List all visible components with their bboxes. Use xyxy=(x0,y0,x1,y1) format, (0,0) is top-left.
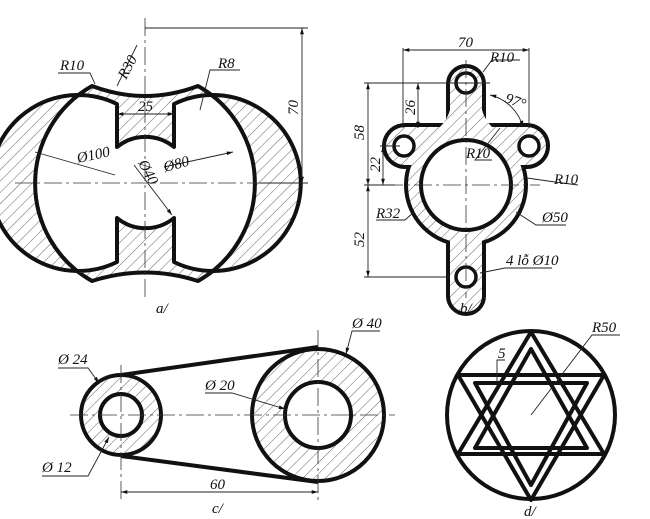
label-r32: R32 xyxy=(375,206,401,222)
label-5: 5 xyxy=(498,346,506,362)
label-60: 60 xyxy=(210,477,226,493)
label-d80: Ø80 xyxy=(161,154,192,177)
belt-top xyxy=(120,345,319,377)
label-r50: R50 xyxy=(591,320,617,336)
star-up-triangle-inner xyxy=(473,347,589,450)
label-25: 25 xyxy=(138,99,154,115)
label-d50: Ø50 xyxy=(541,210,568,226)
label-4-holes-d10: 4 lỗ Ø10 xyxy=(506,253,559,269)
label-26: 26 xyxy=(403,100,419,116)
label-angle-97: 97° xyxy=(503,91,528,113)
label-r10-right: R10 xyxy=(553,172,579,188)
label-22: 22 xyxy=(368,157,384,173)
caption-c: c/ xyxy=(212,501,225,517)
caption-b: b/ xyxy=(460,301,474,317)
figure-a: R10 R30 R8 25 Ø100 Ø40 Ø80 70 a/ xyxy=(0,18,308,317)
star-down-triangle-outer xyxy=(456,373,606,502)
label-58: 58 xyxy=(352,125,368,141)
label-d40: Ø 40 xyxy=(351,316,382,332)
bolt-hole-right xyxy=(517,134,541,158)
label-d12: Ø 12 xyxy=(41,460,72,476)
figure-b: 70 R10 97° 26 58 22 R10 R10 R32 Ø50 52 4… xyxy=(352,35,579,317)
star-down-triangle-inner xyxy=(473,381,589,487)
label-d20: Ø 20 xyxy=(204,378,235,394)
label-70: 70 xyxy=(458,35,474,51)
label-r30: R30 xyxy=(115,53,141,83)
label-70: 70 xyxy=(286,100,302,116)
caption-a: a/ xyxy=(156,301,170,317)
figure-a-body xyxy=(0,84,303,283)
caption-d: d/ xyxy=(524,504,538,519)
label-r10: R10 xyxy=(59,58,85,74)
label-d100: Ø100 xyxy=(75,144,112,167)
label-d24: Ø 24 xyxy=(57,352,88,368)
figure-c: Ø 24 Ø 12 Ø 20 Ø 40 60 c/ xyxy=(41,316,395,517)
label-r10-mid: R10 xyxy=(465,146,491,162)
label-r8: R8 xyxy=(217,56,235,72)
label-52: 52 xyxy=(352,232,368,248)
figure-d: R50 5 d/ xyxy=(445,320,620,519)
belt-bottom xyxy=(120,454,319,484)
star-up-triangle-outer xyxy=(456,330,606,456)
label-r10-top: R10 xyxy=(489,50,515,66)
